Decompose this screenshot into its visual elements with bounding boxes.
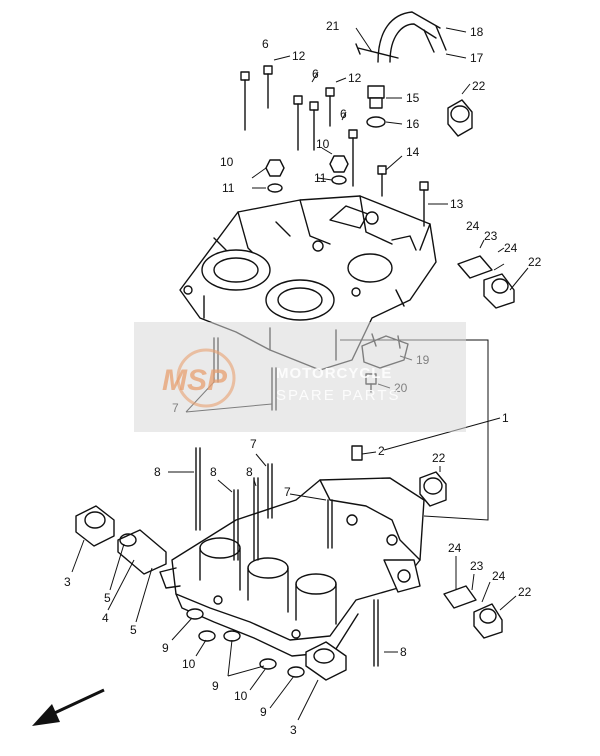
callout-18: 18 (470, 25, 484, 39)
callout-6: 6 (262, 37, 269, 51)
callout-5: 5 (130, 623, 137, 637)
watermark-line1: MOTORCYCLE (276, 365, 392, 382)
callout-24: 24 (448, 541, 462, 555)
callout-8: 8 (246, 465, 253, 479)
callout-10: 10 (220, 155, 234, 169)
callout-24: 24 (492, 569, 506, 583)
callout-8: 8 (400, 645, 407, 659)
callout-8: 8 (210, 465, 217, 479)
callout-11: 11 (314, 171, 327, 185)
watermark-box (134, 322, 466, 432)
callout-8: 8 (154, 465, 161, 479)
callout-10: 10 (316, 137, 330, 151)
callout-16: 16 (406, 117, 420, 131)
callout-22: 22 (472, 79, 486, 93)
callout-7: 7 (284, 485, 291, 499)
callout-6: 6 (312, 67, 319, 81)
callout-3: 3 (290, 723, 297, 737)
front-direction-arrow-icon (32, 688, 105, 726)
callout-21: 21 (326, 19, 340, 33)
callout-7: 7 (250, 437, 257, 451)
callout-11: 11 (222, 181, 235, 195)
callout-24: 24 (504, 241, 518, 255)
lower-crankcase (159, 477, 425, 657)
callout-9: 9 (212, 679, 219, 693)
callout-23: 23 (484, 229, 498, 243)
callout-22: 22 (528, 255, 542, 269)
callout-10: 10 (182, 657, 196, 671)
watermark-brand: MSP (162, 364, 228, 397)
watermark: MSP MOTORCYCLE SPARE PARTS (134, 322, 466, 432)
watermark-line2: SPARE PARTS (276, 387, 401, 404)
callout-3: 3 (64, 575, 71, 589)
callout-15: 15 (406, 91, 420, 105)
breather-hose (355, 11, 447, 128)
callout-12: 12 (292, 49, 306, 63)
watermark-logo-ring (176, 348, 236, 408)
callout-9: 9 (260, 705, 267, 719)
callout-6: 6 (340, 107, 347, 121)
callout-5: 5 (104, 591, 111, 605)
callout-9: 9 (162, 641, 169, 655)
callout-13: 13 (450, 197, 464, 211)
callout-1: 1 (502, 411, 509, 425)
callout-12: 12 (348, 71, 362, 85)
callout-24: 24 (466, 219, 480, 233)
callout-22: 22 (518, 585, 532, 599)
callout-23: 23 (470, 559, 484, 573)
callout-10: 10 (234, 689, 248, 703)
callout-14: 14 (406, 145, 420, 159)
callout-2: 2 (378, 444, 385, 458)
callout-22: 22 (432, 451, 446, 465)
callout-17: 17 (470, 51, 484, 65)
callout-4: 4 (102, 611, 109, 625)
